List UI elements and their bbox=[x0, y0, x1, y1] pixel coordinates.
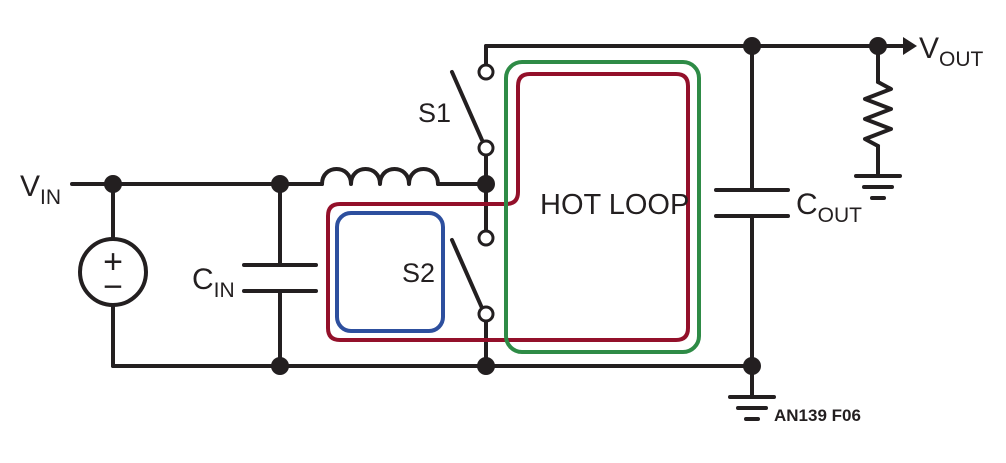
voltage-source-plus: + bbox=[103, 243, 123, 281]
s1-top-contact bbox=[477, 63, 495, 81]
input-voltage-source: + − bbox=[78, 237, 148, 307]
s1-label: S1 bbox=[418, 98, 451, 128]
junction-dot bbox=[477, 175, 495, 193]
figure-id-label: AN139 F06 bbox=[774, 406, 861, 425]
output-capacitor bbox=[714, 188, 790, 218]
input-capacitor bbox=[242, 263, 318, 293]
switch-s2 bbox=[450, 229, 495, 323]
hot-loop-label: HOT LOOP bbox=[540, 189, 689, 221]
s2-bottom-contact bbox=[477, 305, 495, 323]
junction-dot bbox=[271, 357, 289, 375]
vout-label: VOUT bbox=[919, 32, 984, 71]
junction-dots bbox=[104, 37, 887, 375]
s1-current-loop bbox=[504, 60, 701, 354]
hot-loop-path bbox=[326, 72, 690, 342]
circuit-wires bbox=[70, 44, 907, 397]
voltage-source-circle bbox=[78, 237, 148, 307]
junction-dot bbox=[477, 357, 495, 375]
s1-blade bbox=[450, 70, 484, 142]
junction-dot bbox=[271, 175, 289, 193]
s2-current-loop bbox=[335, 211, 445, 333]
junction-dot bbox=[743, 357, 761, 375]
cin-label: CIN bbox=[192, 263, 235, 302]
load-resistor-symbol bbox=[863, 80, 893, 148]
junction-dot bbox=[869, 37, 887, 55]
s2-label: S2 bbox=[402, 258, 435, 288]
s2-blade bbox=[450, 238, 484, 310]
load-ground-icon bbox=[854, 174, 902, 200]
s1-bottom-contact bbox=[477, 139, 495, 157]
voltage-source-minus: − bbox=[103, 268, 123, 306]
main-ground-icon bbox=[728, 395, 776, 421]
switch-s1 bbox=[450, 63, 495, 157]
vout-output-arrow-icon bbox=[903, 37, 917, 55]
s2-top-contact bbox=[477, 229, 495, 247]
cout-label: COUT bbox=[796, 188, 862, 227]
inductor-symbol bbox=[320, 167, 440, 186]
junction-dot bbox=[743, 37, 761, 55]
vin-label: VIN bbox=[20, 170, 61, 209]
junction-dot bbox=[104, 175, 122, 193]
